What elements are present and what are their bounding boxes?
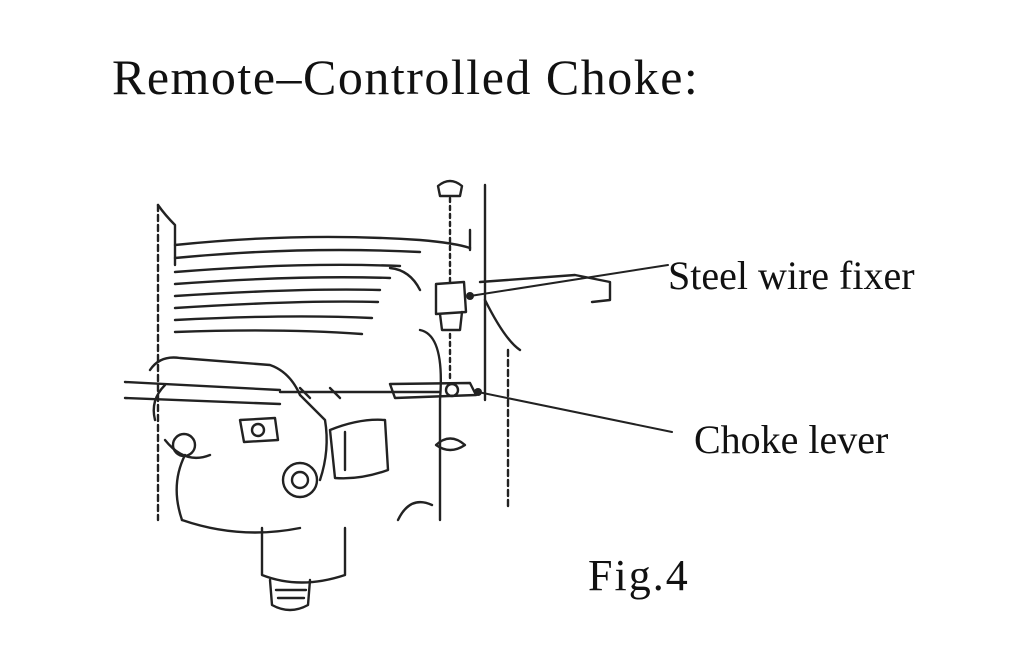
- leader-line-lever: [477, 391, 673, 433]
- label-steel-wire-fixer: Steel wire fixer: [668, 253, 915, 298]
- figure-caption: Fig.4: [588, 551, 690, 600]
- leader-dot-lever: [474, 388, 482, 396]
- label-choke-lever: Choke lever: [694, 417, 889, 462]
- leader-line-fixer: [469, 264, 669, 297]
- steel-wire-fixer-part: [434, 179, 468, 452]
- carburettor-bowl: [260, 418, 390, 612]
- steel-wire-cable: [123, 380, 478, 406]
- page-title: Remote–Controlled Choke:: [112, 49, 700, 105]
- cylinder-block: [156, 183, 612, 534]
- leader-dot-fixer: [466, 292, 474, 300]
- lever-bracket: [148, 356, 328, 499]
